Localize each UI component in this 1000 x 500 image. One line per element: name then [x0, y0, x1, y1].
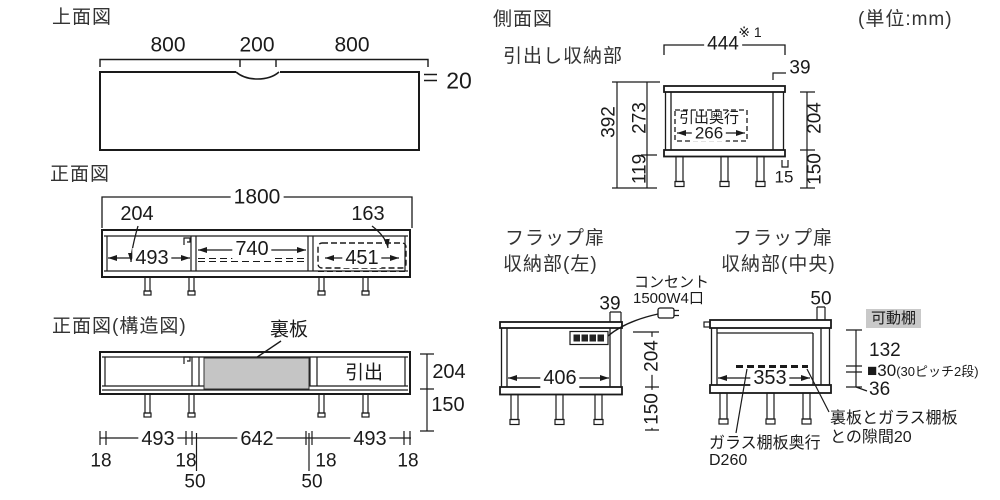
- outlet-sockets-icon: [573, 334, 604, 342]
- dim-353-inner-width: 353: [750, 368, 790, 388]
- dim-493-bottom-left: 493: [138, 429, 178, 449]
- dim-20-thickness: 20: [446, 67, 472, 94]
- dim-204-side-body: 204: [804, 102, 826, 134]
- dim-451-drawer: 451: [342, 248, 382, 268]
- dim-50-flap-center: 50: [810, 288, 832, 310]
- dim-50-leg-offset-left: 50: [184, 471, 206, 493]
- structure-view-legs: [143, 393, 370, 418]
- dim-740-center: 740: [232, 239, 272, 259]
- dim-15-leg-inset: 15: [774, 167, 794, 187]
- flap-center-title-line1: フラップ扉: [733, 228, 834, 249]
- dim-800-left: 800: [150, 33, 186, 57]
- flap-center-title-line2: 収納部(中央): [721, 254, 836, 275]
- dim-119-leg-area: 119: [629, 153, 651, 185]
- dim-39-overhang: 39: [789, 57, 811, 79]
- movable-shelf-tag: 可動棚: [866, 309, 922, 328]
- dim-444-depth: 444: [704, 34, 742, 54]
- dim-150-flap-left: 150: [642, 390, 663, 428]
- back-panel-label: 裏板: [269, 319, 309, 341]
- flap-left-drawing: [499, 307, 679, 431]
- dim-204-body-height: 204: [432, 361, 466, 383]
- power-plug-icon: [607, 307, 679, 337]
- dim-493-left: 493: [132, 248, 172, 268]
- side-view-title: 側面図: [493, 9, 554, 30]
- dim-39-flap-left: 39: [599, 293, 621, 315]
- dim-132-upper: 132: [869, 340, 901, 361]
- gap-note-line2: との隙間20: [830, 429, 912, 446]
- dim-50-leg-offset-right: 50: [301, 471, 323, 493]
- top-view-drawing: [99, 58, 437, 151]
- dim-406-inner-width: 406: [540, 368, 580, 388]
- dim-18-edge-4: 18: [397, 450, 419, 472]
- drawer-depth-label: 引出奥行: [678, 109, 740, 127]
- side-view-subtitle: 引出し収納部: [503, 46, 624, 67]
- dim-493-bottom-right: 493: [350, 429, 390, 449]
- dim-1800-total: 1800: [230, 186, 284, 208]
- shelf-pitch-main: ■30: [867, 361, 897, 380]
- dim-18-edge-2: 18: [175, 450, 197, 472]
- glass-shelf-note-line2: D260: [709, 452, 748, 469]
- dim-150-leg-height: 150: [431, 394, 465, 416]
- structure-view-drawing: [99, 340, 434, 471]
- dim-392-total-height: 392: [598, 106, 620, 138]
- dim-642-bottom-center: 642: [237, 429, 277, 449]
- side-view-drawing: [612, 44, 815, 189]
- front-view-legs: [143, 276, 370, 296]
- dim-800-right: 800: [334, 33, 370, 57]
- outlet-label-line2: 1500W4口: [633, 290, 704, 307]
- flap-center-legs: [718, 392, 812, 425]
- outlet-label-line1: コンセント: [634, 274, 710, 291]
- dim-200-center: 200: [239, 33, 275, 57]
- structure-view-title: 正面図(構造図): [52, 316, 187, 337]
- ref-mark: ※ 1: [738, 24, 762, 40]
- dim-204-flap-left: 204: [642, 337, 663, 375]
- front-view-title: 正面図: [50, 164, 111, 185]
- drawer-label: 引出: [344, 362, 384, 384]
- dim-163-drawer-front: 163: [351, 203, 385, 225]
- front-view-drawing: [101, 196, 413, 296]
- flap-left-legs: [509, 393, 604, 426]
- dim-18-edge-1: 18: [90, 450, 112, 472]
- gap-note-line1: 裏板とガラス棚板: [830, 410, 958, 427]
- shelf-pitch-note: ■30 (30ピッチ2段): [867, 362, 979, 379]
- unit-note: (単位:mm): [858, 9, 953, 30]
- glass-shelf-note-line1: ガラス棚板奥行: [709, 435, 821, 452]
- dim-266-drawer-depth: 266: [691, 124, 727, 142]
- top-view-title: 上面図: [52, 7, 113, 28]
- flap-left-title-line1: フラップ扉: [505, 228, 606, 249]
- dim-36-lower: 36: [869, 379, 891, 400]
- shelf-pitch-sub: (30ピッチ2段): [896, 364, 979, 379]
- dim-204-depth: 204: [120, 203, 154, 225]
- dim-18-edge-3: 18: [315, 450, 337, 472]
- dim-273-inner-height: 273: [629, 102, 651, 134]
- flap-left-title-line2: 収納部(左): [503, 254, 598, 275]
- side-view-legs: [674, 155, 766, 188]
- dim-150-side-leg: 150: [804, 153, 826, 185]
